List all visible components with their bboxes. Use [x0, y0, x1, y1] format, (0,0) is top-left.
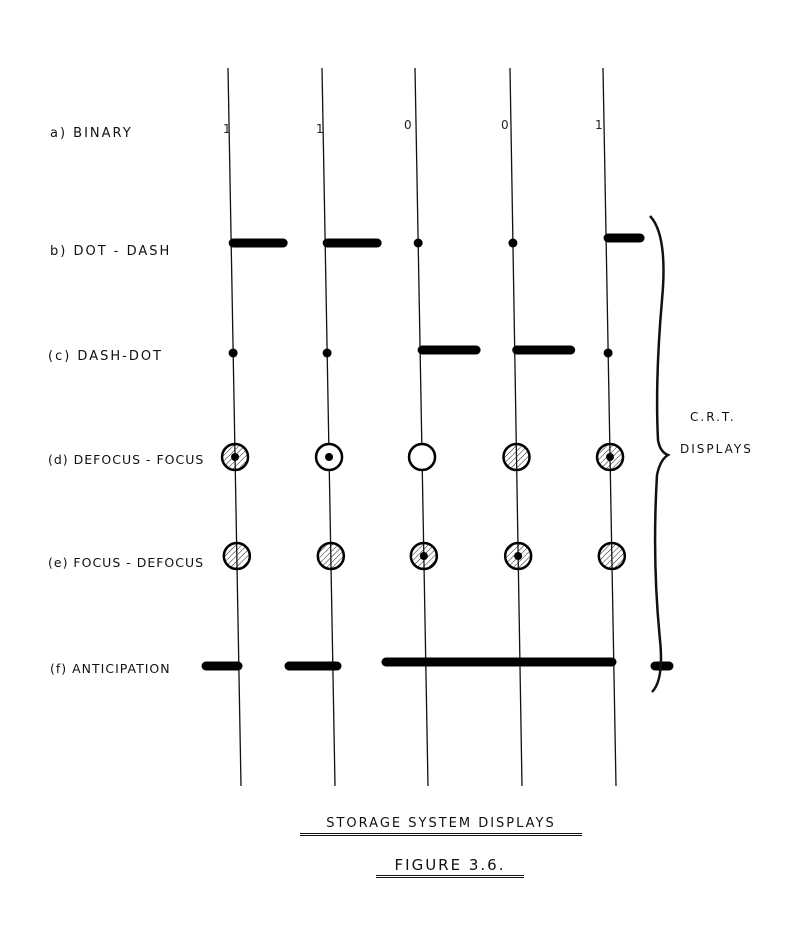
- dot-mark: [228, 348, 238, 358]
- binary-digit: 1: [316, 122, 324, 136]
- row-label-anticipation: (f) ANTICIPATION: [50, 661, 171, 676]
- focus-dot: [325, 453, 334, 461]
- focus-dot: [231, 453, 240, 461]
- timing-line: [227, 67, 242, 787]
- row-label-dot-dash: b) DOT - DASH: [50, 244, 172, 259]
- row-label-focus-defocus: (e) FOCUS - DEFOCUS: [48, 555, 205, 570]
- timing-line: [414, 67, 429, 787]
- focus-dot: [419, 552, 428, 560]
- binary-digit: 0: [404, 118, 412, 132]
- dot-mark: [413, 238, 423, 248]
- timing-line: [321, 67, 336, 787]
- focus-dot: [514, 552, 523, 560]
- diagram-title: STORAGE SYSTEM DISPLAYS: [300, 816, 582, 836]
- row-label-defocus-focus: (d) DEFOCUS - FOCUS: [48, 452, 205, 467]
- crt-brace: [649, 215, 671, 693]
- focus-dot: [606, 453, 615, 461]
- binary-digit: 1: [595, 118, 603, 132]
- hatched-spot: [597, 541, 627, 571]
- dot-mark: [603, 348, 613, 358]
- timing-line: [602, 67, 617, 787]
- hatched-spot: [316, 541, 346, 571]
- spot: [407, 442, 437, 472]
- crt-label-line2: DISPLAYS: [680, 442, 753, 456]
- dot-mark: [508, 238, 518, 248]
- hatched-spot: [222, 541, 252, 571]
- figure-label: FIGURE 3.6.: [376, 856, 524, 878]
- binary-digit: 0: [501, 118, 509, 132]
- dot-mark: [322, 348, 332, 358]
- hatched-spot: [502, 442, 531, 472]
- timing-line: [509, 67, 523, 787]
- crt-label-line1: C.R.T.: [690, 410, 736, 424]
- row-label-dash-dot: (c) DASH-DOT: [48, 349, 163, 364]
- binary-digit: 1: [223, 122, 231, 136]
- row-label-binary: a) BINARY: [50, 126, 133, 141]
